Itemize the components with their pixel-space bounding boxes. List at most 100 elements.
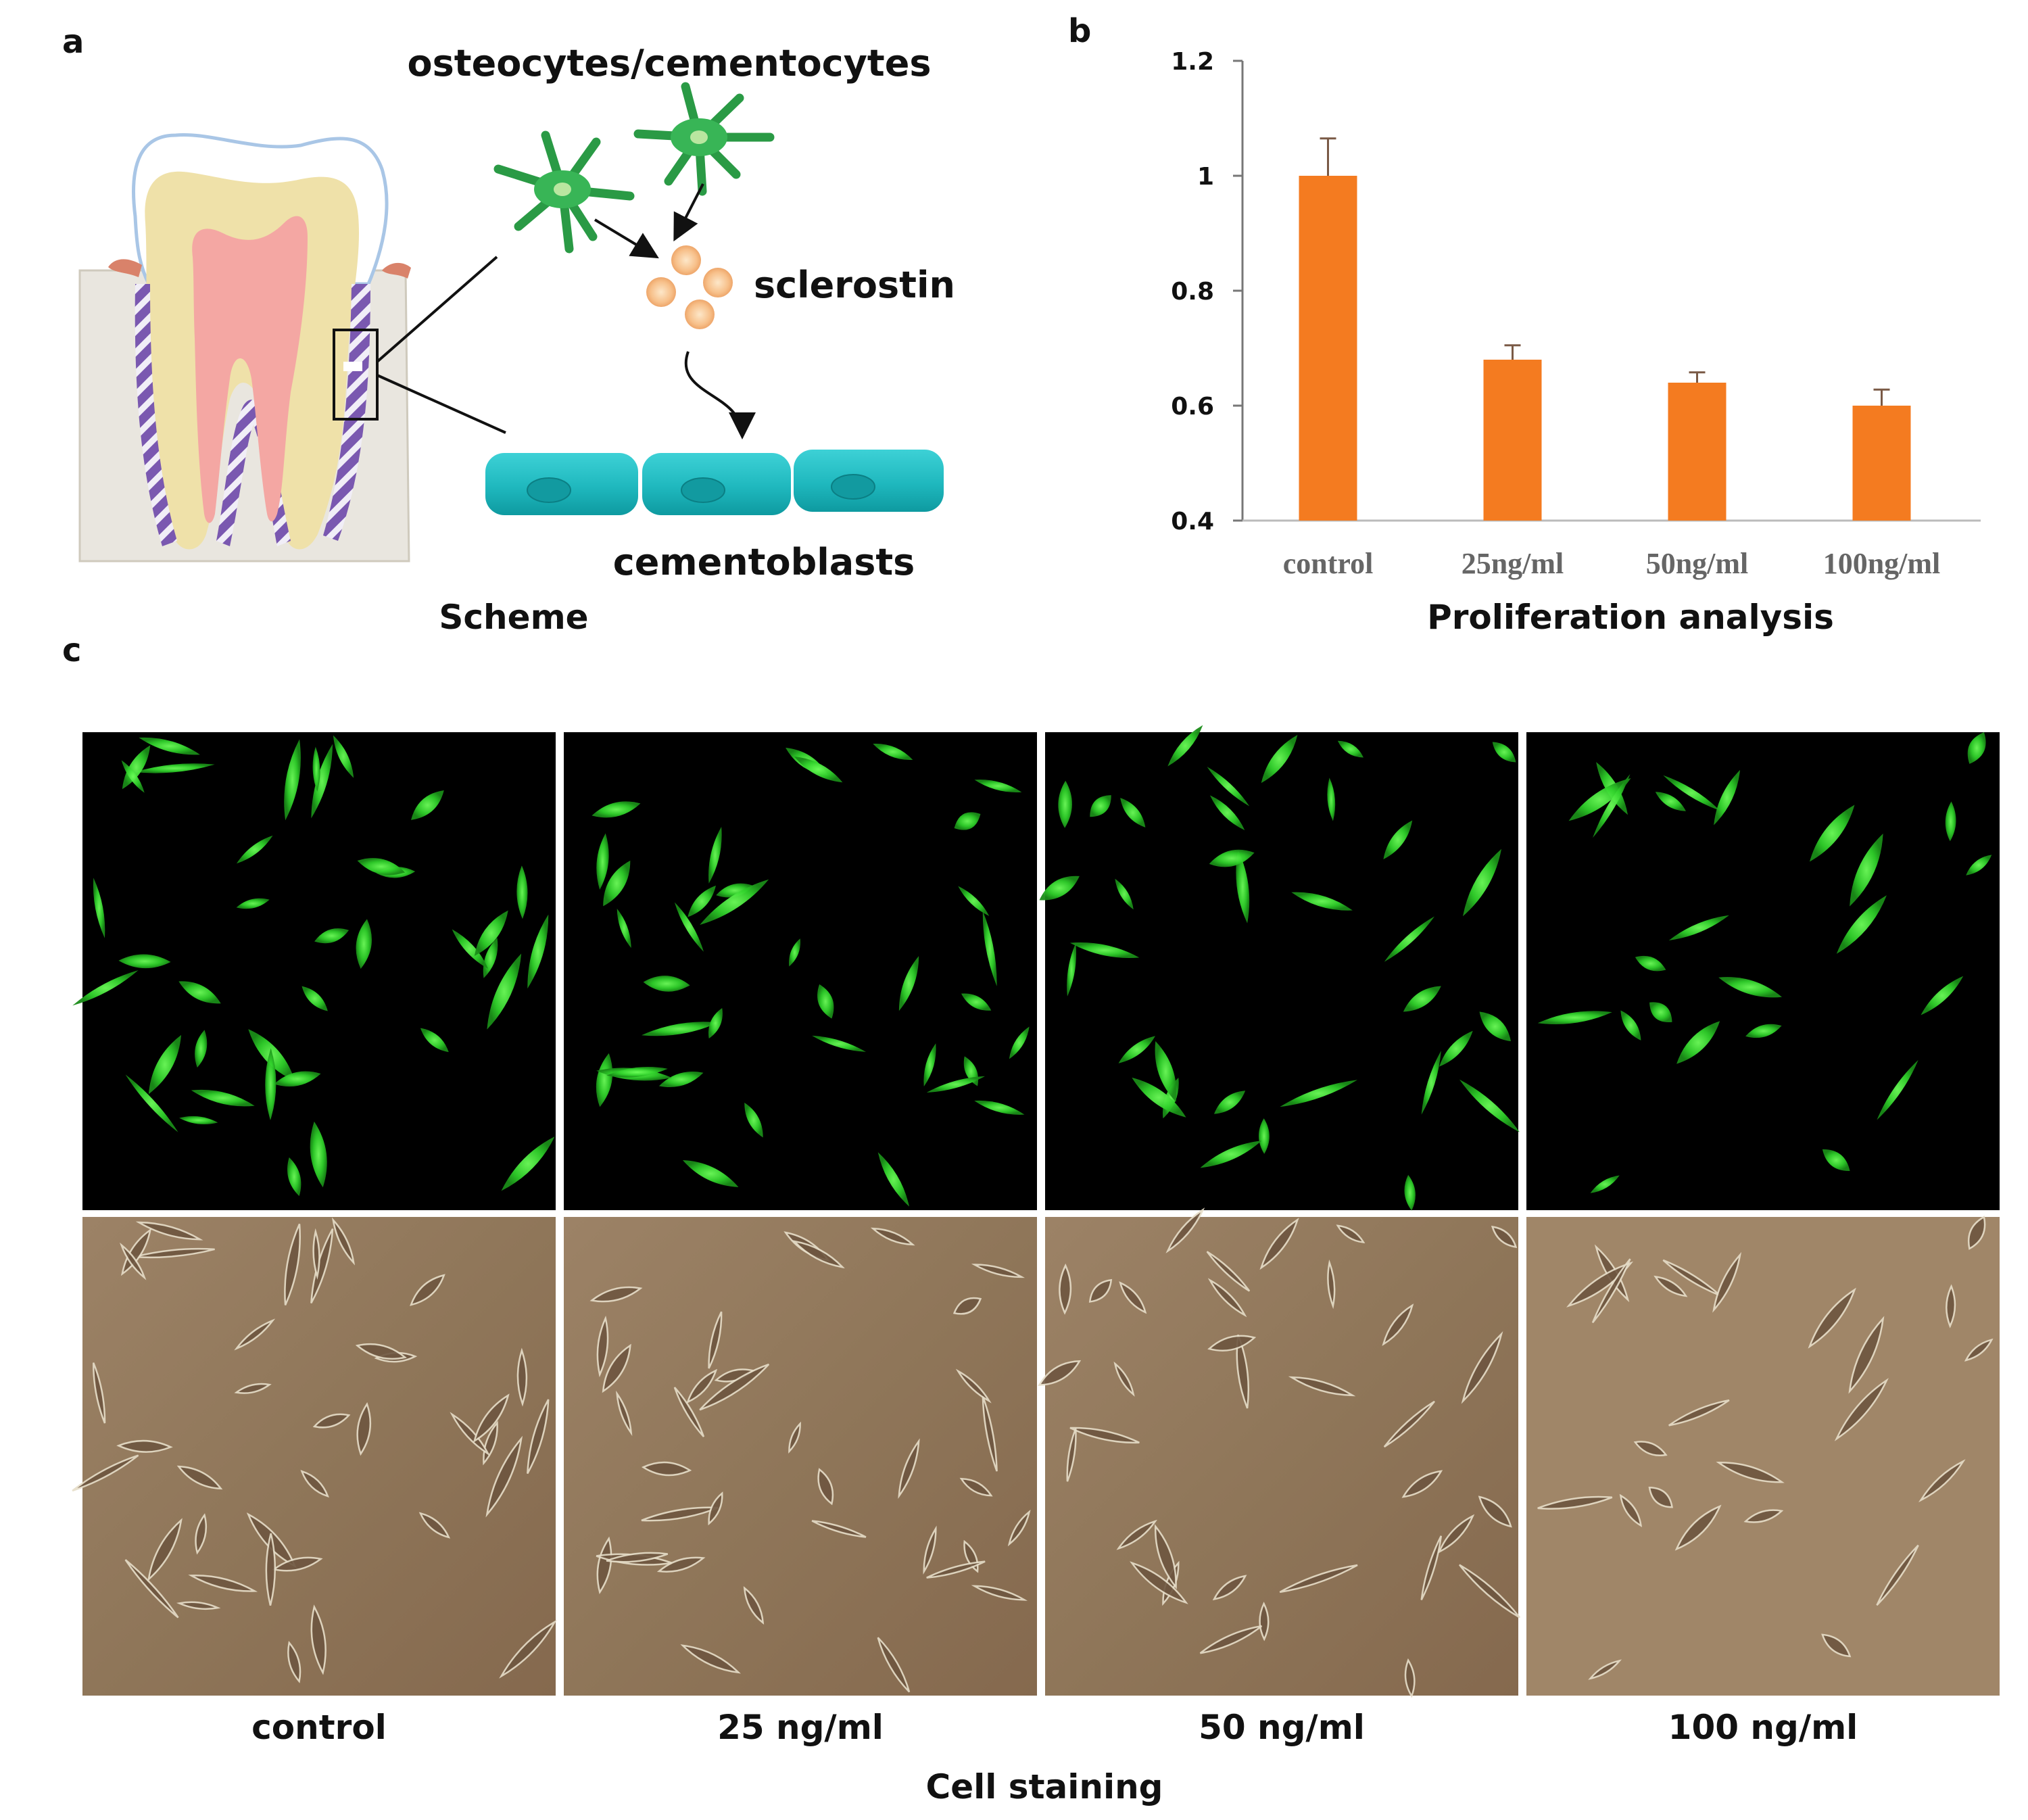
gfp-cell [1655, 792, 1686, 811]
gfp-cell [333, 735, 354, 778]
gfp-cell [1479, 1011, 1512, 1042]
gfp-cell [1327, 777, 1336, 821]
gfp-cell [1213, 1091, 1246, 1114]
phase-contrast-image [72, 1217, 558, 1696]
phase-cell [1876, 1544, 1919, 1606]
gfp-cell [527, 914, 549, 989]
gfp-cell [1069, 942, 1140, 958]
phase-cell [265, 1533, 276, 1606]
gfp-cell [1620, 1010, 1641, 1040]
gfp-cell [926, 1076, 986, 1093]
phase-cell [926, 1560, 986, 1579]
phase-cell [708, 1311, 723, 1369]
gfp-cell [274, 1071, 321, 1087]
gfp-cell [1714, 769, 1741, 825]
phase-cell [1821, 1633, 1852, 1658]
gfp-cell [1291, 892, 1353, 911]
gfp-cell [1155, 1041, 1177, 1102]
phase-cell [188, 1575, 258, 1592]
gfp-cell [311, 744, 333, 819]
gfp-cell [643, 976, 690, 992]
phase-cell [877, 1637, 911, 1693]
zoom-line-bottom [377, 374, 506, 434]
phase-cell [147, 1518, 183, 1582]
condition-label: control [251, 1708, 387, 1747]
gfp-cell [1209, 849, 1255, 867]
y-tick-label: 1 [1197, 163, 1214, 191]
pulp-icon [192, 216, 308, 523]
phase-cell [516, 1347, 528, 1407]
gfp-cell [236, 898, 270, 909]
phase-cell [811, 1520, 867, 1538]
phase-cell [952, 1297, 982, 1315]
gfp-cell [1877, 1059, 1918, 1120]
gfp-cell [744, 1103, 763, 1138]
phase-cell [195, 1513, 208, 1555]
gfp-cell [1384, 916, 1434, 962]
phase-cell [982, 1395, 998, 1472]
phase-cell [287, 1640, 301, 1683]
phase-contrast-image [564, 1217, 1037, 1696]
gfp-cell [312, 746, 320, 792]
phase-cell [1648, 1486, 1673, 1508]
gfp-cell [1966, 855, 1992, 876]
phase-cell [589, 1286, 643, 1303]
gfp-cell [1058, 780, 1072, 828]
gfp-cell [1590, 1175, 1620, 1193]
gfp-cell [812, 1035, 866, 1052]
phase-cell [1059, 1263, 1072, 1315]
phase-cell [1383, 1400, 1435, 1448]
cementum-stripes-right [323, 284, 370, 541]
phase-cell [680, 1644, 741, 1674]
cementoblasts-label: cementoblasts [613, 541, 915, 583]
gfp-cell [1207, 767, 1250, 807]
gfp-cell [357, 858, 406, 876]
fluorescence-image [1526, 732, 2000, 1210]
gfp-cell [1967, 732, 1986, 764]
gfp-cell [1718, 977, 1782, 998]
phase-cell [356, 1402, 372, 1456]
gfp-cell [1676, 1021, 1720, 1064]
gfp-cell [1593, 773, 1631, 838]
phase-cell [1130, 1561, 1188, 1604]
phase-cell [1212, 1575, 1247, 1601]
gfp-cell [674, 902, 704, 952]
phase-cell [1591, 1258, 1631, 1324]
gfp-cell [1635, 955, 1666, 972]
phase-cell [1461, 1331, 1503, 1404]
fluorescence-image [72, 732, 556, 1210]
phase-cell [708, 1491, 723, 1526]
phase-cell [673, 1387, 705, 1437]
phase-cell [312, 1413, 351, 1429]
arrow-sclerostin [684, 351, 756, 439]
phase-cell [1712, 1251, 1742, 1313]
phase-cell [176, 1601, 221, 1610]
gfp-cell [1261, 735, 1298, 784]
phase-cell [1116, 1519, 1157, 1550]
phase-cell [1458, 1564, 1521, 1619]
phase-cell [418, 1512, 451, 1539]
bar [1668, 383, 1727, 521]
phase-cell [1382, 1303, 1414, 1346]
gfp-cell [954, 812, 981, 830]
gfp-cell [1067, 943, 1077, 997]
gfp-cell [1258, 1118, 1270, 1154]
gfp-cell [1280, 1080, 1357, 1107]
phase-cell [124, 1559, 179, 1619]
gfp-cell [1836, 895, 1887, 954]
gfp-cell [596, 833, 609, 890]
x-tick-label: 50ng/ml [1646, 547, 1749, 580]
phase-cell [450, 1412, 491, 1456]
gfp-cell [1568, 778, 1631, 821]
panel-c-letter: c [62, 631, 81, 669]
gfp-cell [1492, 742, 1516, 763]
tooth-illustration [78, 133, 506, 562]
gfp-cell [178, 981, 221, 1004]
gfp-cell [1209, 795, 1245, 830]
phase-cell [898, 1438, 920, 1500]
phase-cell [1165, 1207, 1205, 1253]
osteocyte-icon [493, 130, 635, 254]
phase-contrast-image [1526, 1216, 2000, 1696]
